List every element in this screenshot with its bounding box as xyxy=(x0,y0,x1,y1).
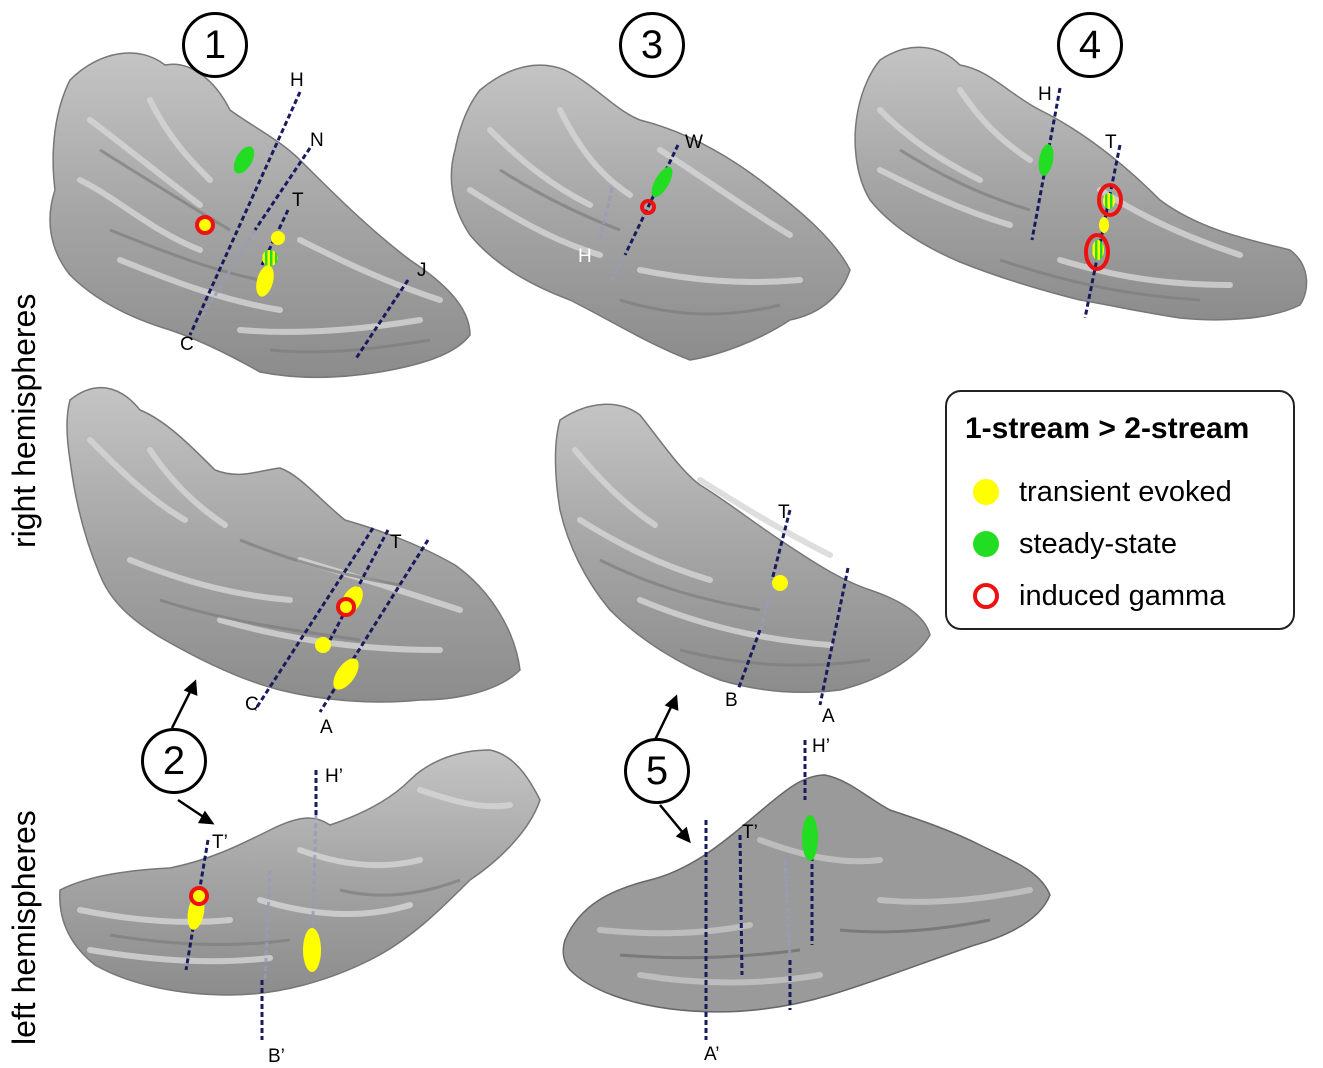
transient-marker xyxy=(1099,217,1109,233)
brain-panel-1 xyxy=(49,52,471,378)
steady-state-marker xyxy=(651,166,673,198)
line-label: J xyxy=(417,260,427,281)
brain-panel-5-left xyxy=(562,774,1051,1013)
arrowhead-5-down xyxy=(675,826,691,844)
arrow-2-up xyxy=(170,689,193,729)
line-labels: H N T J C W H H T T C A T B A T’ H’ B’ H… xyxy=(180,70,1117,1067)
line-label: C xyxy=(180,334,194,355)
faint-line-p2l-H xyxy=(310,814,318,951)
legend-item-transient: transient evoked xyxy=(973,474,1232,510)
arrowhead-2-up xyxy=(183,679,198,696)
line-p2r-T xyxy=(328,529,390,641)
brain-panel-4 xyxy=(854,46,1308,321)
line-p4-H xyxy=(1030,87,1062,241)
line-p1-N xyxy=(253,147,312,231)
legend: 1-stream > 2-stream transient evoked ste… xyxy=(945,390,1295,630)
steady-state-marker xyxy=(802,815,818,861)
line-label: B’ xyxy=(268,1046,285,1067)
transient-icon xyxy=(973,479,999,505)
steady-transient-marker xyxy=(262,250,278,266)
faint-line-p5l-B xyxy=(783,859,792,961)
line-p3-W xyxy=(623,144,680,256)
line-label: T xyxy=(778,502,790,523)
steady-transient-marker xyxy=(1103,193,1115,209)
line-label: B’ xyxy=(792,1008,809,1029)
markers xyxy=(187,144,1123,972)
transient-marker xyxy=(315,637,331,653)
transient-marker xyxy=(333,658,359,690)
legend-item-steady: steady-state xyxy=(973,526,1177,562)
line-label: A xyxy=(822,706,835,727)
line-label: H xyxy=(1038,84,1052,105)
line-p5r-T xyxy=(770,509,792,581)
line-label: T’ xyxy=(212,832,228,853)
line-label: W xyxy=(685,132,703,153)
left-hemispheres-label: left hemispheres xyxy=(6,810,42,1045)
transient-marker xyxy=(772,575,788,591)
gamma-marker xyxy=(195,215,215,235)
faint-line-p1-N xyxy=(198,229,257,321)
gamma-marker xyxy=(1084,233,1110,271)
line-label: A xyxy=(320,717,333,738)
gamma-ring-icon xyxy=(973,583,999,609)
legend-title: 1-stream > 2-stream xyxy=(965,412,1250,445)
brain-panel-5-right xyxy=(554,403,931,694)
transient-marker xyxy=(271,231,285,245)
arrowhead-2-down xyxy=(197,810,215,825)
faint-line-p2l-B xyxy=(263,869,272,981)
line-label: H xyxy=(290,70,304,91)
legend-item-gamma: induced gamma xyxy=(973,578,1225,614)
faint-line-p5r-B xyxy=(758,579,777,631)
steady-transient-marker xyxy=(1092,240,1104,260)
brain-panel-2-left xyxy=(59,749,541,996)
gamma-marker xyxy=(336,597,356,617)
line-label: T’ xyxy=(742,822,758,843)
steady-state-marker xyxy=(1038,144,1054,176)
arrow-5-up xyxy=(653,704,674,741)
arrow-2-down xyxy=(177,798,206,820)
line-label: C xyxy=(245,694,259,715)
panel-number-5: 5 xyxy=(624,738,690,804)
transient-marker xyxy=(303,928,321,972)
line-p5r-A xyxy=(818,567,850,706)
gamma-marker xyxy=(640,199,656,215)
transient-marker xyxy=(256,265,274,297)
steady-state-marker xyxy=(233,146,255,174)
line-label: N xyxy=(310,130,324,151)
legend-label: steady-state xyxy=(1019,527,1177,560)
faint-line-p3-W xyxy=(610,254,627,281)
gamma-marker xyxy=(1097,183,1123,217)
gamma-marker xyxy=(189,886,209,906)
line-label: A’ xyxy=(704,1044,719,1065)
line-label: T xyxy=(1105,132,1117,153)
panel-number-1: 1 xyxy=(182,12,248,78)
line-label: B xyxy=(725,690,738,711)
line-label: H’ xyxy=(325,766,343,787)
line-label: H xyxy=(578,246,592,267)
line-p2r-C xyxy=(253,527,375,711)
right-hemispheres-label: right hemispheres xyxy=(6,293,42,548)
line-p1-H xyxy=(188,91,302,336)
arrows xyxy=(170,679,691,844)
panel-number-4: 4 xyxy=(1057,12,1123,78)
line-label: H’ xyxy=(812,736,830,757)
steady-state-icon xyxy=(973,531,999,557)
arrow-5-down xyxy=(659,804,685,835)
panel-number-3: 3 xyxy=(619,12,685,78)
arrowhead-5-up xyxy=(664,694,679,711)
line-p5r-B xyxy=(736,629,762,691)
dashed-lines xyxy=(184,87,1122,1040)
legend-label: induced gamma xyxy=(1019,579,1226,612)
line-p5l-T xyxy=(738,834,744,976)
line-label: T xyxy=(292,190,304,211)
legend-label: transient evoked xyxy=(1019,475,1232,508)
line-label: T xyxy=(390,532,402,553)
panel-number-2: 2 xyxy=(141,728,207,794)
faint-line-p3-H xyxy=(598,187,614,241)
faint-lines xyxy=(198,187,792,981)
brain-panel-2-right xyxy=(66,386,521,703)
